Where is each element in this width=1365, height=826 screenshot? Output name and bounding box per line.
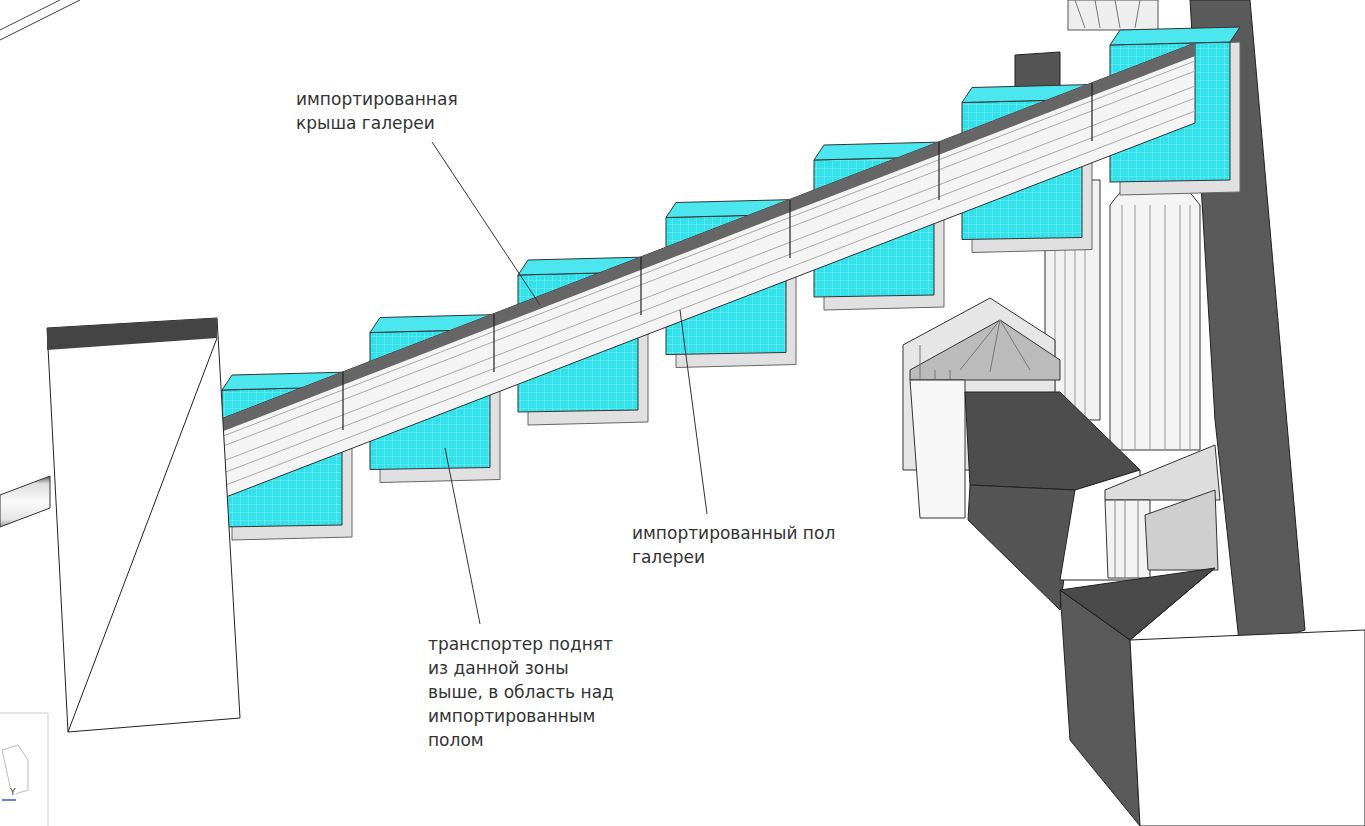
callout-label: импортированный пол галереи	[632, 521, 837, 569]
axis-label: Y	[10, 787, 22, 797]
label-text: импортированная крыша галереи	[296, 89, 458, 133]
callout-label: импортированная крыша галереи	[296, 87, 496, 135]
label-text: транспортер поднят из данной зоны выше, …	[428, 634, 614, 750]
support-block	[47, 318, 240, 732]
floor-step	[1110, 27, 1240, 45]
axis-triad	[0, 713, 48, 826]
label-text: импортированный пол галереи	[632, 523, 835, 567]
callout-label: транспортер поднят из данной зоны выше, …	[428, 632, 626, 752]
label-text: Y	[10, 787, 16, 797]
edge-fragment	[0, 0, 80, 40]
